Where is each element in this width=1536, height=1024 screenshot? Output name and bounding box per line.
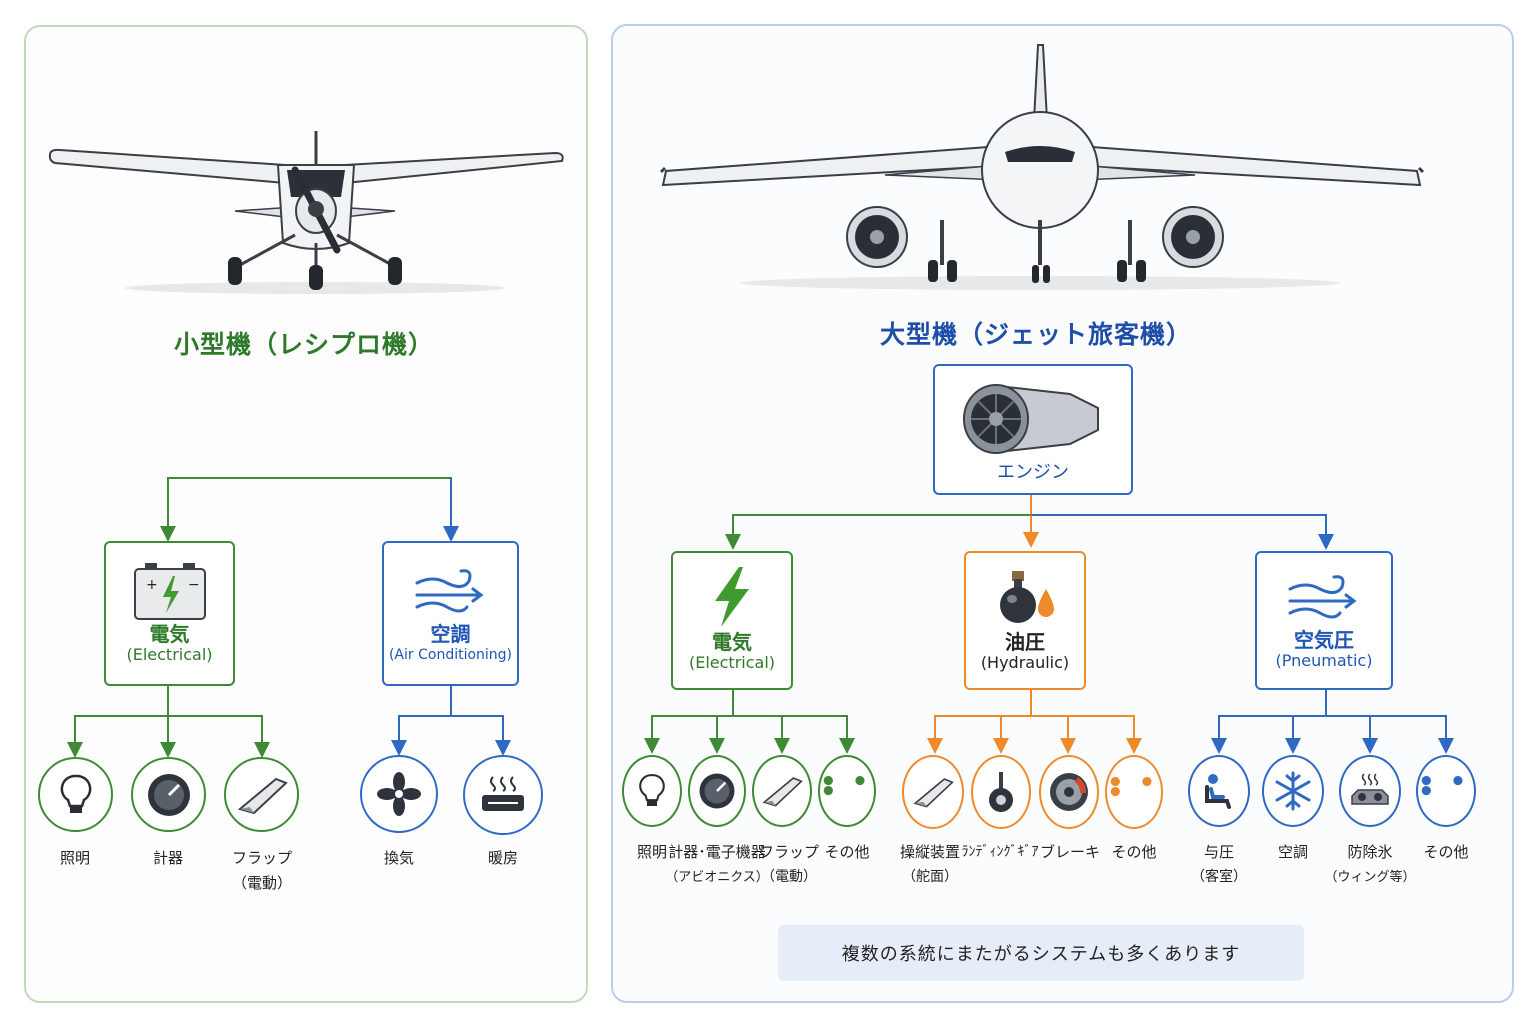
more-icon: • • •: [1418, 767, 1470, 807]
landing-gear-icon: [989, 772, 1013, 812]
lightning-icon: [715, 567, 749, 627]
right-electrical-name: 電気: [712, 630, 752, 654]
lightbulb-icon: [60, 774, 91, 813]
right-electrical-box: 電気 (Electrical): [671, 551, 793, 690]
brake-icon: [1050, 773, 1088, 811]
left-electrical-box: +− 電気 (Electrical): [104, 541, 235, 686]
right-elec-label-3: フラップ（電動）: [758, 843, 820, 885]
flap-icon: [913, 778, 954, 808]
right-pneu-more-circle: • • •: [1416, 755, 1476, 827]
right-elec-label-1: 照明: [636, 843, 668, 861]
pneumatic-name: 空気圧: [1294, 628, 1354, 652]
right-elec-more-circle: • • •: [818, 755, 876, 827]
brake-circle: [1039, 755, 1099, 829]
air-conditioning-circle: [1262, 755, 1324, 827]
more-icon: • • •: [1107, 768, 1159, 808]
left-aircon-sub: (Air Conditioning): [388, 647, 513, 663]
svg-text:+: +: [146, 577, 158, 593]
landing-gear-circle: [971, 755, 1031, 829]
right-hyd-label-3: ブレーキ: [1039, 843, 1101, 861]
small-aircraft-title: 小型機（レシプロ機）: [173, 330, 434, 359]
pressurization-circle: [1188, 755, 1250, 827]
right-pneu-label-2: 空調: [1277, 843, 1309, 861]
right-pneu-label-3: 防除氷（ウィング等）: [1324, 843, 1416, 885]
right-lightbulb-circle: [622, 755, 682, 827]
shared-systems-note: 複数の系統にまたがるシステムも多くあります: [778, 925, 1304, 981]
left-elec-label-2: 計器: [152, 849, 184, 867]
engine-box: エンジン: [933, 364, 1133, 495]
left-aircon-label-1: 換気: [383, 849, 415, 867]
right-hyd-more-circle: • • •: [1105, 755, 1163, 829]
battery-icon: +−: [133, 563, 206, 620]
deice-circle: [1339, 755, 1401, 827]
hydraulic-sub: (Hydraulic): [980, 653, 1070, 672]
oil-flask-icon: [1000, 571, 1054, 623]
gauge-icon: [147, 773, 190, 816]
more-icon: • • •: [820, 767, 872, 807]
jet-airliner-illustration: [659, 44, 1425, 290]
propeller-plane-illustration: [48, 131, 564, 294]
pneumatic-box: 空気圧 (Pneumatic): [1255, 551, 1393, 690]
control-surface-circle: [902, 755, 964, 829]
right-elec-label-4: その他: [824, 843, 870, 861]
right-elec-label-2: 計器･電子機器（アビオニクス）: [665, 843, 769, 885]
left-aircon-name: 空調: [430, 622, 471, 646]
flap-icon: [762, 777, 803, 807]
flap-icon: [237, 777, 288, 814]
hydraulic-name: 油圧: [1005, 630, 1045, 654]
jet-engine-icon: [963, 384, 1099, 454]
hydraulic-box: 油圧 (Hydraulic): [964, 551, 1086, 690]
flap-circle: [224, 757, 299, 832]
airflow-icon: [1288, 575, 1357, 619]
right-hyd-label-2: ﾗﾝﾃﾞｨﾝｸﾞｷﾞｱ: [961, 844, 1039, 860]
fan-circle: [360, 755, 438, 833]
gauge-circle: [131, 757, 206, 832]
right-pneu-label-4: その他: [1423, 843, 1469, 861]
left-aircon-box: 空調 (Air Conditioning): [382, 541, 519, 686]
left-elec-label-3: フラップ（電動）: [231, 849, 293, 892]
left-electrical-sub: (Electrical): [126, 645, 213, 664]
right-pneu-label-1: 与圧（客室）: [1191, 843, 1247, 885]
right-hyd-label-4: その他: [1111, 843, 1157, 861]
heater-icon: [482, 776, 524, 811]
large-aircraft-title: 大型機（ジェット旅客機）: [879, 320, 1192, 349]
right-hyd-label-1: 操縦装置（舵面）: [899, 843, 961, 885]
fan-icon: [377, 772, 421, 816]
left-electrical-name: 電気: [149, 622, 190, 646]
right-gauge-circle: [688, 755, 746, 827]
airflow-icon: [415, 569, 483, 613]
heater-circle: [463, 755, 543, 835]
pneumatic-sub: (Pneumatic): [1275, 651, 1373, 670]
seat-icon: [1205, 774, 1231, 809]
right-electrical-sub: (Electrical): [688, 653, 776, 672]
gauge-icon: [699, 773, 735, 809]
lightbulb-icon: [639, 774, 665, 806]
right-flap-circle: [752, 755, 812, 827]
left-elec-label-1: 照明: [59, 849, 91, 867]
deice-icon: [1351, 773, 1389, 805]
svg-text:−: −: [188, 577, 200, 593]
lightbulb-circle: [38, 757, 113, 832]
snowflake-icon: [1275, 771, 1311, 811]
left-aircon-label-2: 暖房: [487, 849, 519, 867]
engine-name: エンジン: [997, 462, 1069, 483]
